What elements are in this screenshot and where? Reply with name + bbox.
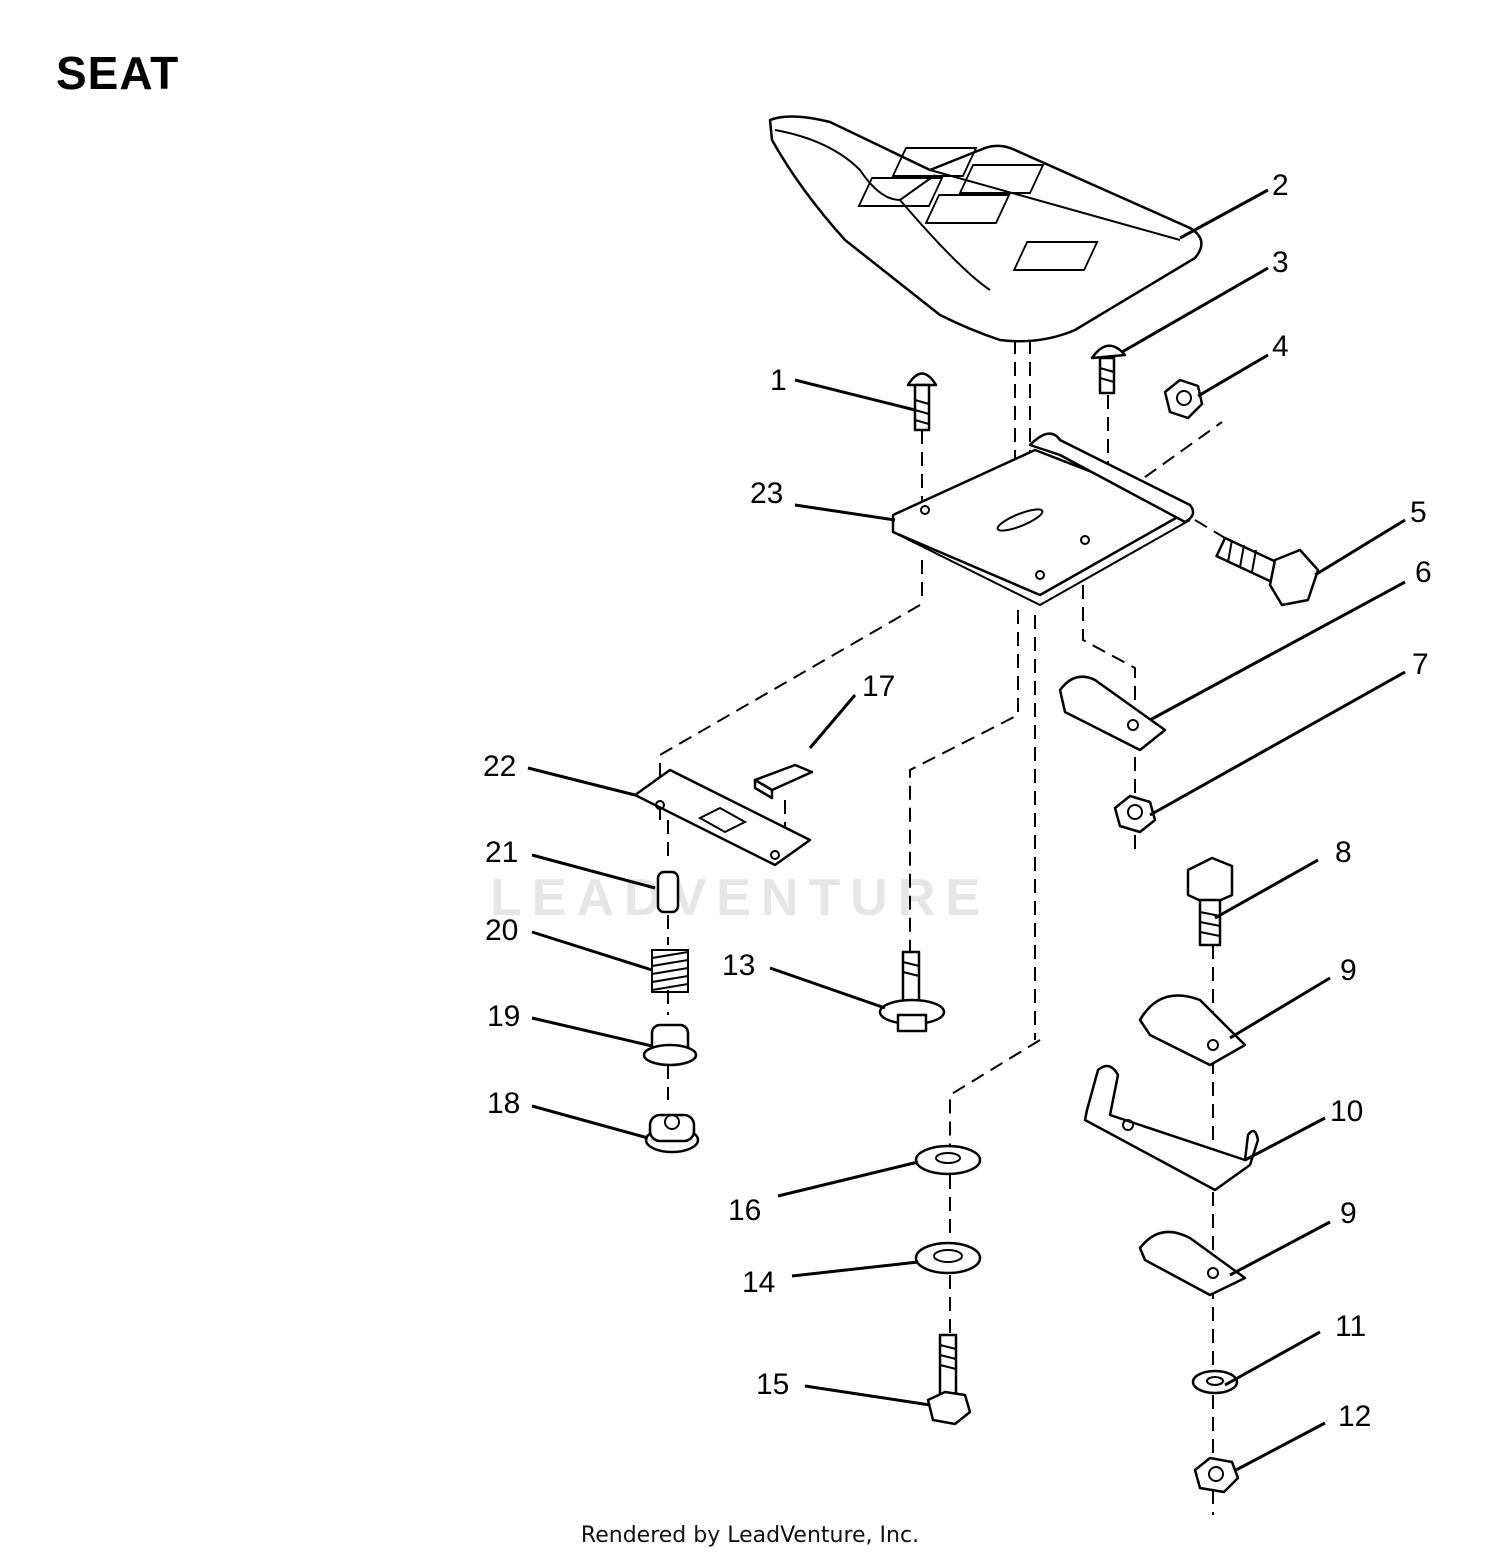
clip-part-6 [1058, 675, 1167, 752]
callout-9-upper: 9 [1340, 954, 1357, 987]
callout-3: 3 [1272, 246, 1289, 279]
callout-22: 22 [483, 750, 516, 783]
page-title: SEAT [56, 47, 180, 99]
hex-bolt-part-15 [926, 1333, 972, 1426]
callout-8: 8 [1335, 836, 1352, 869]
flange-nut-part-18 [644, 1113, 700, 1154]
callout-9-lower: 9 [1340, 1197, 1357, 1230]
callout-15: 15 [756, 1368, 789, 1401]
mounting-plate-part-23 [891, 432, 1195, 607]
callout-17: 17 [862, 670, 895, 703]
bushing-part-19 [642, 1023, 698, 1067]
callout-6: 6 [1415, 556, 1432, 589]
clip-part-9-lower [1138, 1230, 1247, 1297]
latch-plate-part-22 [633, 768, 812, 867]
rendered-by-footer: Rendered by LeadVenture, Inc. [580, 1523, 920, 1548]
callout-16: 16 [728, 1194, 761, 1227]
watermark-text: LEADVENTURE [490, 869, 991, 927]
hex-bolt-part-8 [1186, 856, 1234, 947]
callout-labels: 1 2 3 4 5 6 7 8 9 10 9 11 12 13 14 15 16… [483, 169, 1432, 1433]
assembly-dashed-lines [659, 340, 1226, 1515]
lock-washer-part-14 [914, 1241, 982, 1275]
callout-10: 10 [1330, 1095, 1363, 1128]
lock-nut-part-7 [1113, 794, 1157, 834]
washer-part-11 [1191, 1369, 1239, 1395]
callout-19: 19 [487, 1000, 520, 1033]
spring-part-20 [651, 949, 689, 993]
bracket-part-10 [1083, 1064, 1260, 1192]
nut-part-4 [1163, 378, 1204, 420]
seat-part [768, 115, 1203, 343]
nut-part-12 [1193, 1456, 1240, 1494]
hex-bolt-part-5 [1215, 536, 1320, 607]
bolt-part-3 [1090, 344, 1127, 395]
pin-part-21 [656, 870, 680, 914]
washer-part-16 [914, 1144, 982, 1176]
clip-part-9-upper [1138, 994, 1247, 1067]
leader-lines [527, 188, 1406, 1472]
callout-7: 7 [1412, 648, 1429, 681]
callout-1: 1 [770, 364, 787, 397]
shoulder-bolt-part-13 [878, 950, 946, 1033]
carriage-bolt-part-1 [906, 372, 938, 432]
callout-18: 18 [487, 1087, 520, 1120]
callout-12: 12 [1338, 1400, 1371, 1433]
callout-2: 2 [1272, 169, 1289, 202]
callout-14: 14 [742, 1266, 775, 1299]
callout-23: 23 [750, 477, 783, 510]
pad-part-17 [753, 763, 814, 800]
callout-11: 11 [1335, 1310, 1366, 1343]
callout-20: 20 [485, 914, 518, 947]
callout-4: 4 [1272, 330, 1289, 363]
callout-5: 5 [1410, 496, 1427, 529]
callout-21: 21 [485, 836, 518, 869]
callout-13: 13 [722, 949, 755, 982]
